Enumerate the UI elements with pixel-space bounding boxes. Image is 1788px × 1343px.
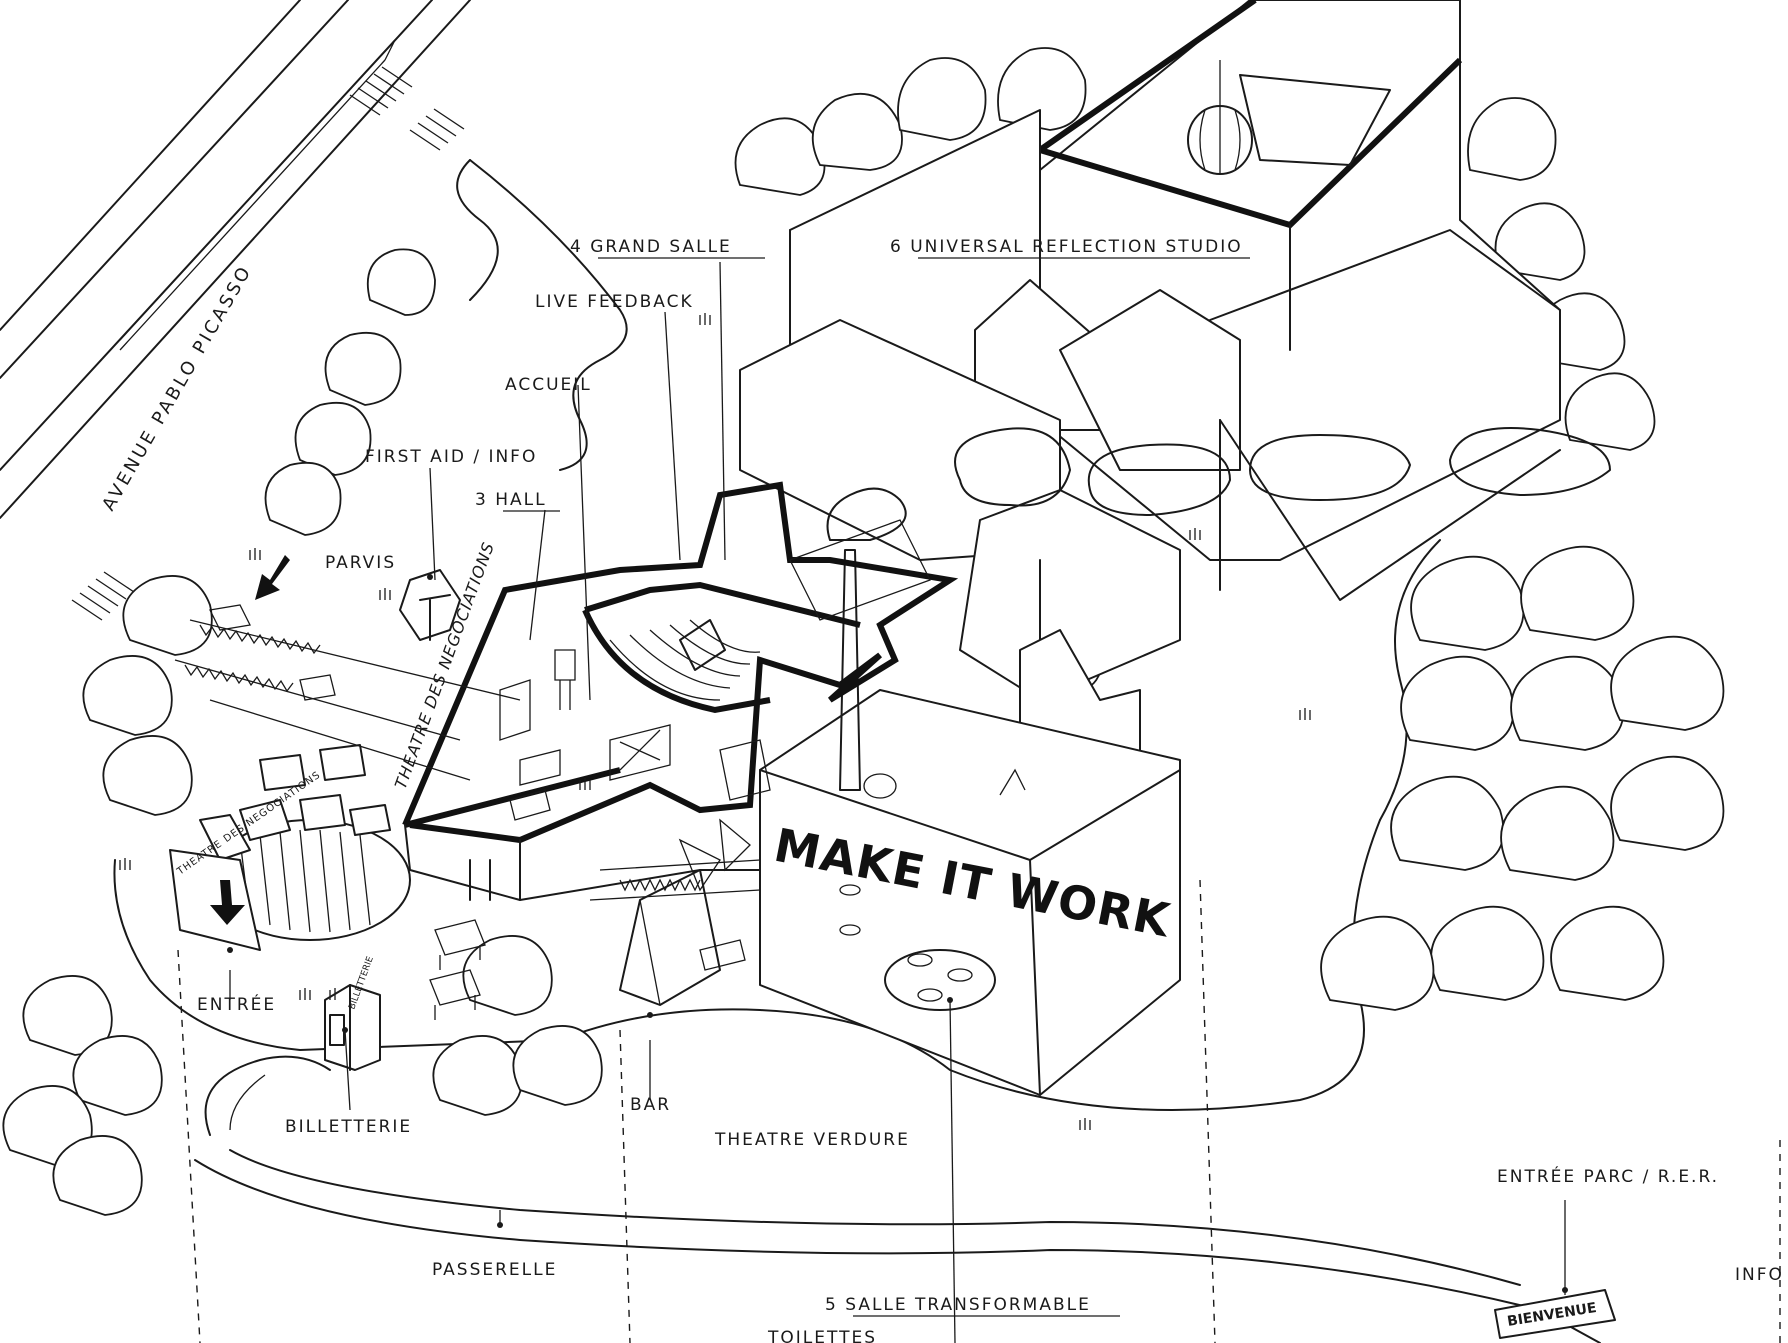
universal-reflection-studio-building xyxy=(1038,0,1561,561)
trees xyxy=(2,47,1725,1216)
label-toilettes: TOILETTES xyxy=(767,1328,877,1343)
dashed-guides xyxy=(177,879,1781,1343)
cafe-tables xyxy=(839,884,996,1011)
leader-lines xyxy=(227,261,1568,1343)
make-it-work-building: MAKE IT WORK xyxy=(759,487,1181,1096)
down-arrow-icon xyxy=(255,555,290,600)
map-labels: 4 GRAND SALLE 6 UNIVERSAL REFLECTION STU… xyxy=(197,237,1784,1343)
bar-area xyxy=(589,818,761,1006)
picnic-tables xyxy=(429,919,746,1020)
label-theatre-verdure: THEATRE VERDURE xyxy=(714,1130,910,1150)
billetterie-booth: BILLETTERIE xyxy=(324,955,381,1071)
label-salle-transformable: 5 SALLE TRANSFORMABLE xyxy=(825,1295,1091,1315)
first-aid-booth xyxy=(399,569,461,641)
label-parvis: PARVIS xyxy=(325,553,396,573)
label-info: INFO xyxy=(1735,1265,1784,1285)
label-billetterie: BILLETTERIE xyxy=(285,1117,412,1137)
label-first-aid-info: FIRST AID / INFO xyxy=(365,447,537,467)
arrow-icons xyxy=(210,555,290,925)
label-entree-parc-rer: ENTRÉE PARC / R.E.R. xyxy=(1497,1165,1719,1187)
road-name-label: AVENUE PABLO PICASSO xyxy=(98,261,256,514)
label-universal-reflection-studio: 6 UNIVERSAL REFLECTION STUDIO xyxy=(890,237,1243,257)
crosswalk-bottom xyxy=(71,571,135,621)
grass-tufts xyxy=(119,313,1311,1130)
amphitheatre-seating xyxy=(609,519,931,701)
planters xyxy=(954,427,1611,516)
hall-lower-walls xyxy=(404,824,761,901)
ground-outline xyxy=(113,159,1601,1343)
grand-salle-building xyxy=(739,109,1561,601)
hall-furniture xyxy=(499,649,771,821)
label-grand-salle: 4 GRAND SALLE xyxy=(570,237,732,257)
crosswalk-top xyxy=(349,66,465,151)
label-entree: ENTRÉE xyxy=(197,993,276,1015)
bienvenue-sign: BIENVENUE xyxy=(1494,1289,1616,1339)
label-hall: 3 HALL xyxy=(475,490,547,510)
label-bar: BAR xyxy=(630,1095,671,1115)
down-arrow-icon xyxy=(210,880,245,925)
hall-outline xyxy=(402,481,959,844)
label-accueil: ACCUEIL xyxy=(505,375,592,395)
label-live-feedback: LIVE FEEDBACK xyxy=(535,292,694,312)
theatre-des-negociations-sign: THEATRE DES NEGOCIATIONS xyxy=(175,770,323,878)
label-passerelle: PASSERELLE xyxy=(432,1260,557,1280)
